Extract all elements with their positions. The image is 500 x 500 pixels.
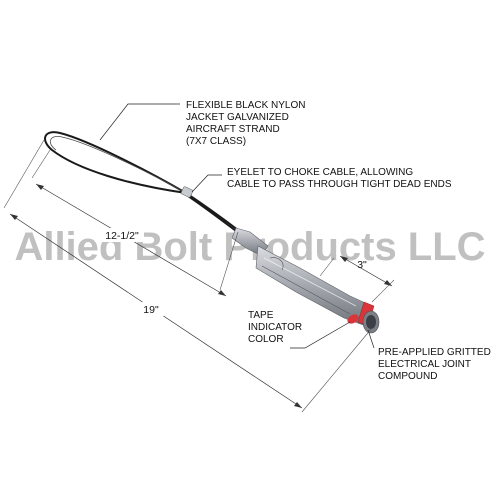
callout-compound: PRE-APPLIED GRITTED ELECTRICAL JOINT COM… — [367, 329, 491, 382]
cable-loop — [44, 131, 241, 235]
dimension-sleeve-label: 3" — [357, 259, 367, 271]
callout-eyelet-line-2: CABLE TO PASS THROUGH TIGHT DEAD ENDS — [227, 179, 452, 190]
callout-tape-line-1: TAPE — [248, 310, 274, 321]
dimension-overall-label: 19" — [143, 304, 159, 316]
dimension-loop: 12-1/2" — [31, 149, 239, 297]
callout-tape: TAPE INDICATOR COLOR — [248, 310, 351, 349]
eyelet — [180, 186, 194, 198]
dimension-sleeve: 3" — [319, 255, 395, 303]
callout-strand: FLEXIBLE BLACK NYLON JACKET GALVANIZED A… — [99, 100, 306, 147]
callout-eyelet: EYELET TO CHOKE CABLE, ALLOWING CABLE TO… — [191, 167, 452, 193]
dimension-overall-label-bg — [138, 302, 164, 316]
connector-end — [362, 310, 380, 334]
callout-tape-line-3: COLOR — [248, 334, 284, 345]
callout-strand-line-1: FLEXIBLE BLACK NYLON — [186, 100, 306, 111]
callout-strand-line-4: (7X7 CLASS) — [186, 136, 246, 147]
dimension-loop-label: 12-1/2" — [105, 230, 139, 242]
callout-tape-line-2: INDICATOR — [248, 322, 302, 333]
callout-strand-line-3: AIRCRAFT STRAND — [186, 124, 280, 135]
callout-eyelet-line-1: EYELET TO CHOKE CABLE, ALLOWING — [227, 167, 413, 178]
callout-compound-line-1: PRE-APPLIED GRITTED — [378, 347, 491, 358]
connector-body — [231, 227, 373, 327]
callout-compound-line-2: ELECTRICAL JOINT — [378, 359, 471, 370]
callout-strand-line-2: JACKET GALVANIZED — [186, 112, 289, 123]
callout-compound-line-3: COMPOUND — [378, 371, 437, 382]
dimension-overall: 19" — [3, 139, 373, 413]
dimension-loop-label-bg — [100, 228, 144, 242]
